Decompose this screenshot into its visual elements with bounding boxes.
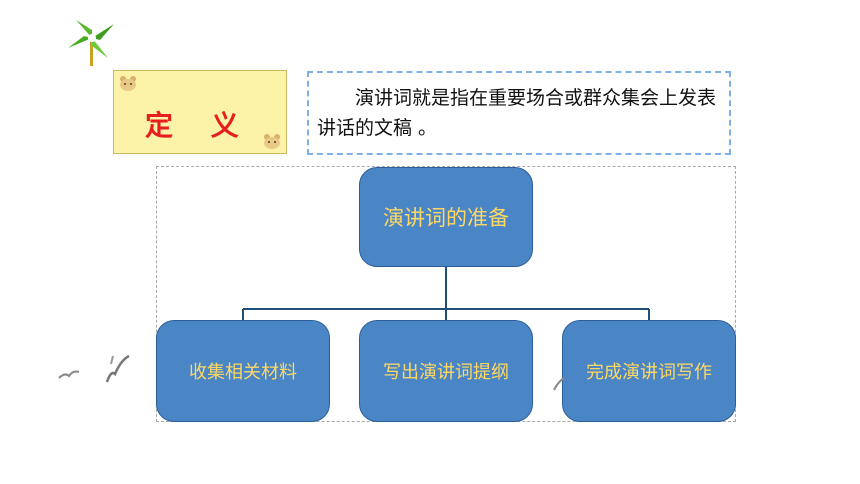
bear-icon <box>120 76 136 91</box>
pinwheel-icon <box>68 20 114 66</box>
child-node: 写出演讲词提纲 <box>359 320 533 422</box>
child-node: 收集相关材料 <box>156 320 330 422</box>
bird-icon <box>58 354 130 383</box>
definition-text: 演讲词就是指在重要场合或群众集会上发表讲话的文稿 。 <box>307 71 731 155</box>
bird-icon <box>553 377 565 391</box>
definition-label: 定 义 <box>145 109 253 142</box>
child-node: 完成演讲词写作 <box>562 320 736 422</box>
definition-label-box <box>113 70 287 154</box>
root-node: 演讲词的准备 <box>359 167 533 267</box>
bear-icon <box>264 134 280 149</box>
